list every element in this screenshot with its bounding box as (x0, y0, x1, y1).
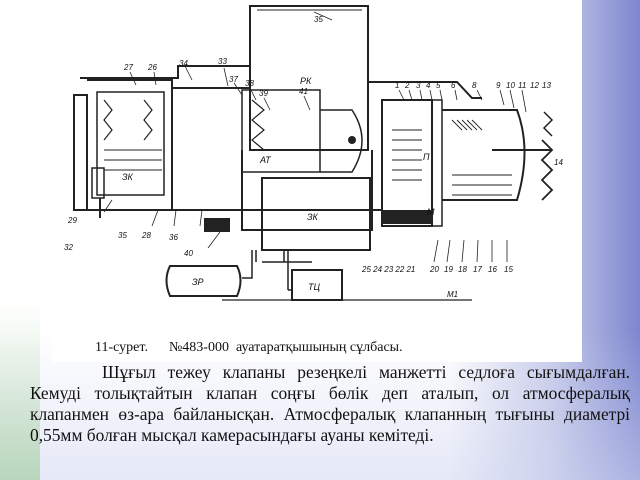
label-16: 16 (488, 265, 497, 274)
right-base-block (382, 210, 432, 224)
label-19: 19 (444, 265, 453, 274)
label-41: 41 (299, 87, 308, 96)
label-33: 33 (218, 57, 227, 66)
label-4: 4 (426, 81, 431, 90)
valve-dot (348, 136, 356, 144)
right-assembly (381, 99, 433, 227)
label-5: 5 (436, 81, 441, 90)
label-bottom-row: 25 24 23 22 21 (361, 265, 415, 274)
label-m: М (427, 207, 435, 217)
label-9: 9 (496, 81, 501, 90)
label-3: 3 (416, 81, 421, 90)
label-11: 11 (518, 81, 526, 90)
dark-seal-block (204, 218, 230, 232)
label-20: 20 (429, 265, 439, 274)
caption-number: 11-сурет. (95, 340, 148, 355)
main-housing (80, 65, 482, 99)
label-17: 17 (473, 265, 482, 274)
caption-text: №483-000 ауатаратқышының сұлбасы. (168, 340, 403, 355)
label-32: 32 (64, 243, 73, 252)
label-37: 37 (229, 75, 238, 84)
zr-tank (165, 265, 242, 297)
label-28: 28 (141, 231, 151, 240)
at-chamber (241, 89, 321, 173)
pipe-to-zr (242, 262, 253, 279)
label-1: 1 (395, 81, 399, 90)
figure-caption: 11-сурет. №483-000 ауатаратқышының сұлба… (95, 340, 403, 356)
label-m1: М1 (447, 290, 458, 299)
background-left-gradient (0, 300, 40, 480)
label-36: 36 (169, 233, 178, 242)
left-valve-block (87, 79, 173, 211)
technical-diagram: 35 27 26 34 33 37 38 39 41 РК АТ ЗК ЗК П… (64, 5, 563, 301)
handle-grip (540, 139, 554, 201)
label-p: П (423, 152, 430, 162)
valve-cylinder (320, 109, 363, 173)
label-35b: 35 (118, 231, 127, 240)
label-12: 12 (530, 81, 539, 90)
label-pk: РК (300, 76, 312, 86)
right-valve-body (442, 109, 526, 201)
label-27: 27 (123, 63, 133, 72)
label-tc: ТЦ (308, 282, 320, 292)
label-18: 18 (458, 265, 467, 274)
label-15: 15 (504, 265, 513, 274)
label-14: 14 (554, 158, 563, 167)
label-29: 29 (67, 216, 77, 225)
reservoir-35 (249, 5, 369, 151)
label-38: 38 (245, 79, 254, 88)
figure-panel: 35 27 26 34 33 37 38 39 41 РК АТ ЗК ЗК П… (52, 0, 582, 362)
label-6: 6 (451, 81, 456, 90)
label-zk-center: ЗК (307, 212, 319, 222)
label-10: 10 (506, 81, 515, 90)
label-zk-left: ЗК (122, 172, 134, 182)
left-fitting (91, 167, 105, 199)
label-at: АТ (259, 155, 272, 165)
label-2: 2 (404, 81, 410, 90)
label-zr: ЗР (192, 277, 204, 287)
left-spring-upper (103, 99, 113, 141)
left-spring-lower (143, 99, 153, 141)
label-34: 34 (179, 59, 188, 68)
label-35: 35 (314, 15, 323, 24)
label-26: 26 (147, 63, 157, 72)
label-8: 8 (472, 81, 477, 90)
label-39: 39 (259, 89, 268, 98)
pipe-bottom (251, 250, 312, 263)
label-40: 40 (184, 249, 193, 258)
zk-chamber (261, 177, 371, 251)
label-13: 13 (542, 81, 551, 90)
body-paragraph: Шұғыл тежеу клапаны резеңкелі манжетті с… (30, 362, 630, 445)
tc-box (291, 269, 343, 301)
